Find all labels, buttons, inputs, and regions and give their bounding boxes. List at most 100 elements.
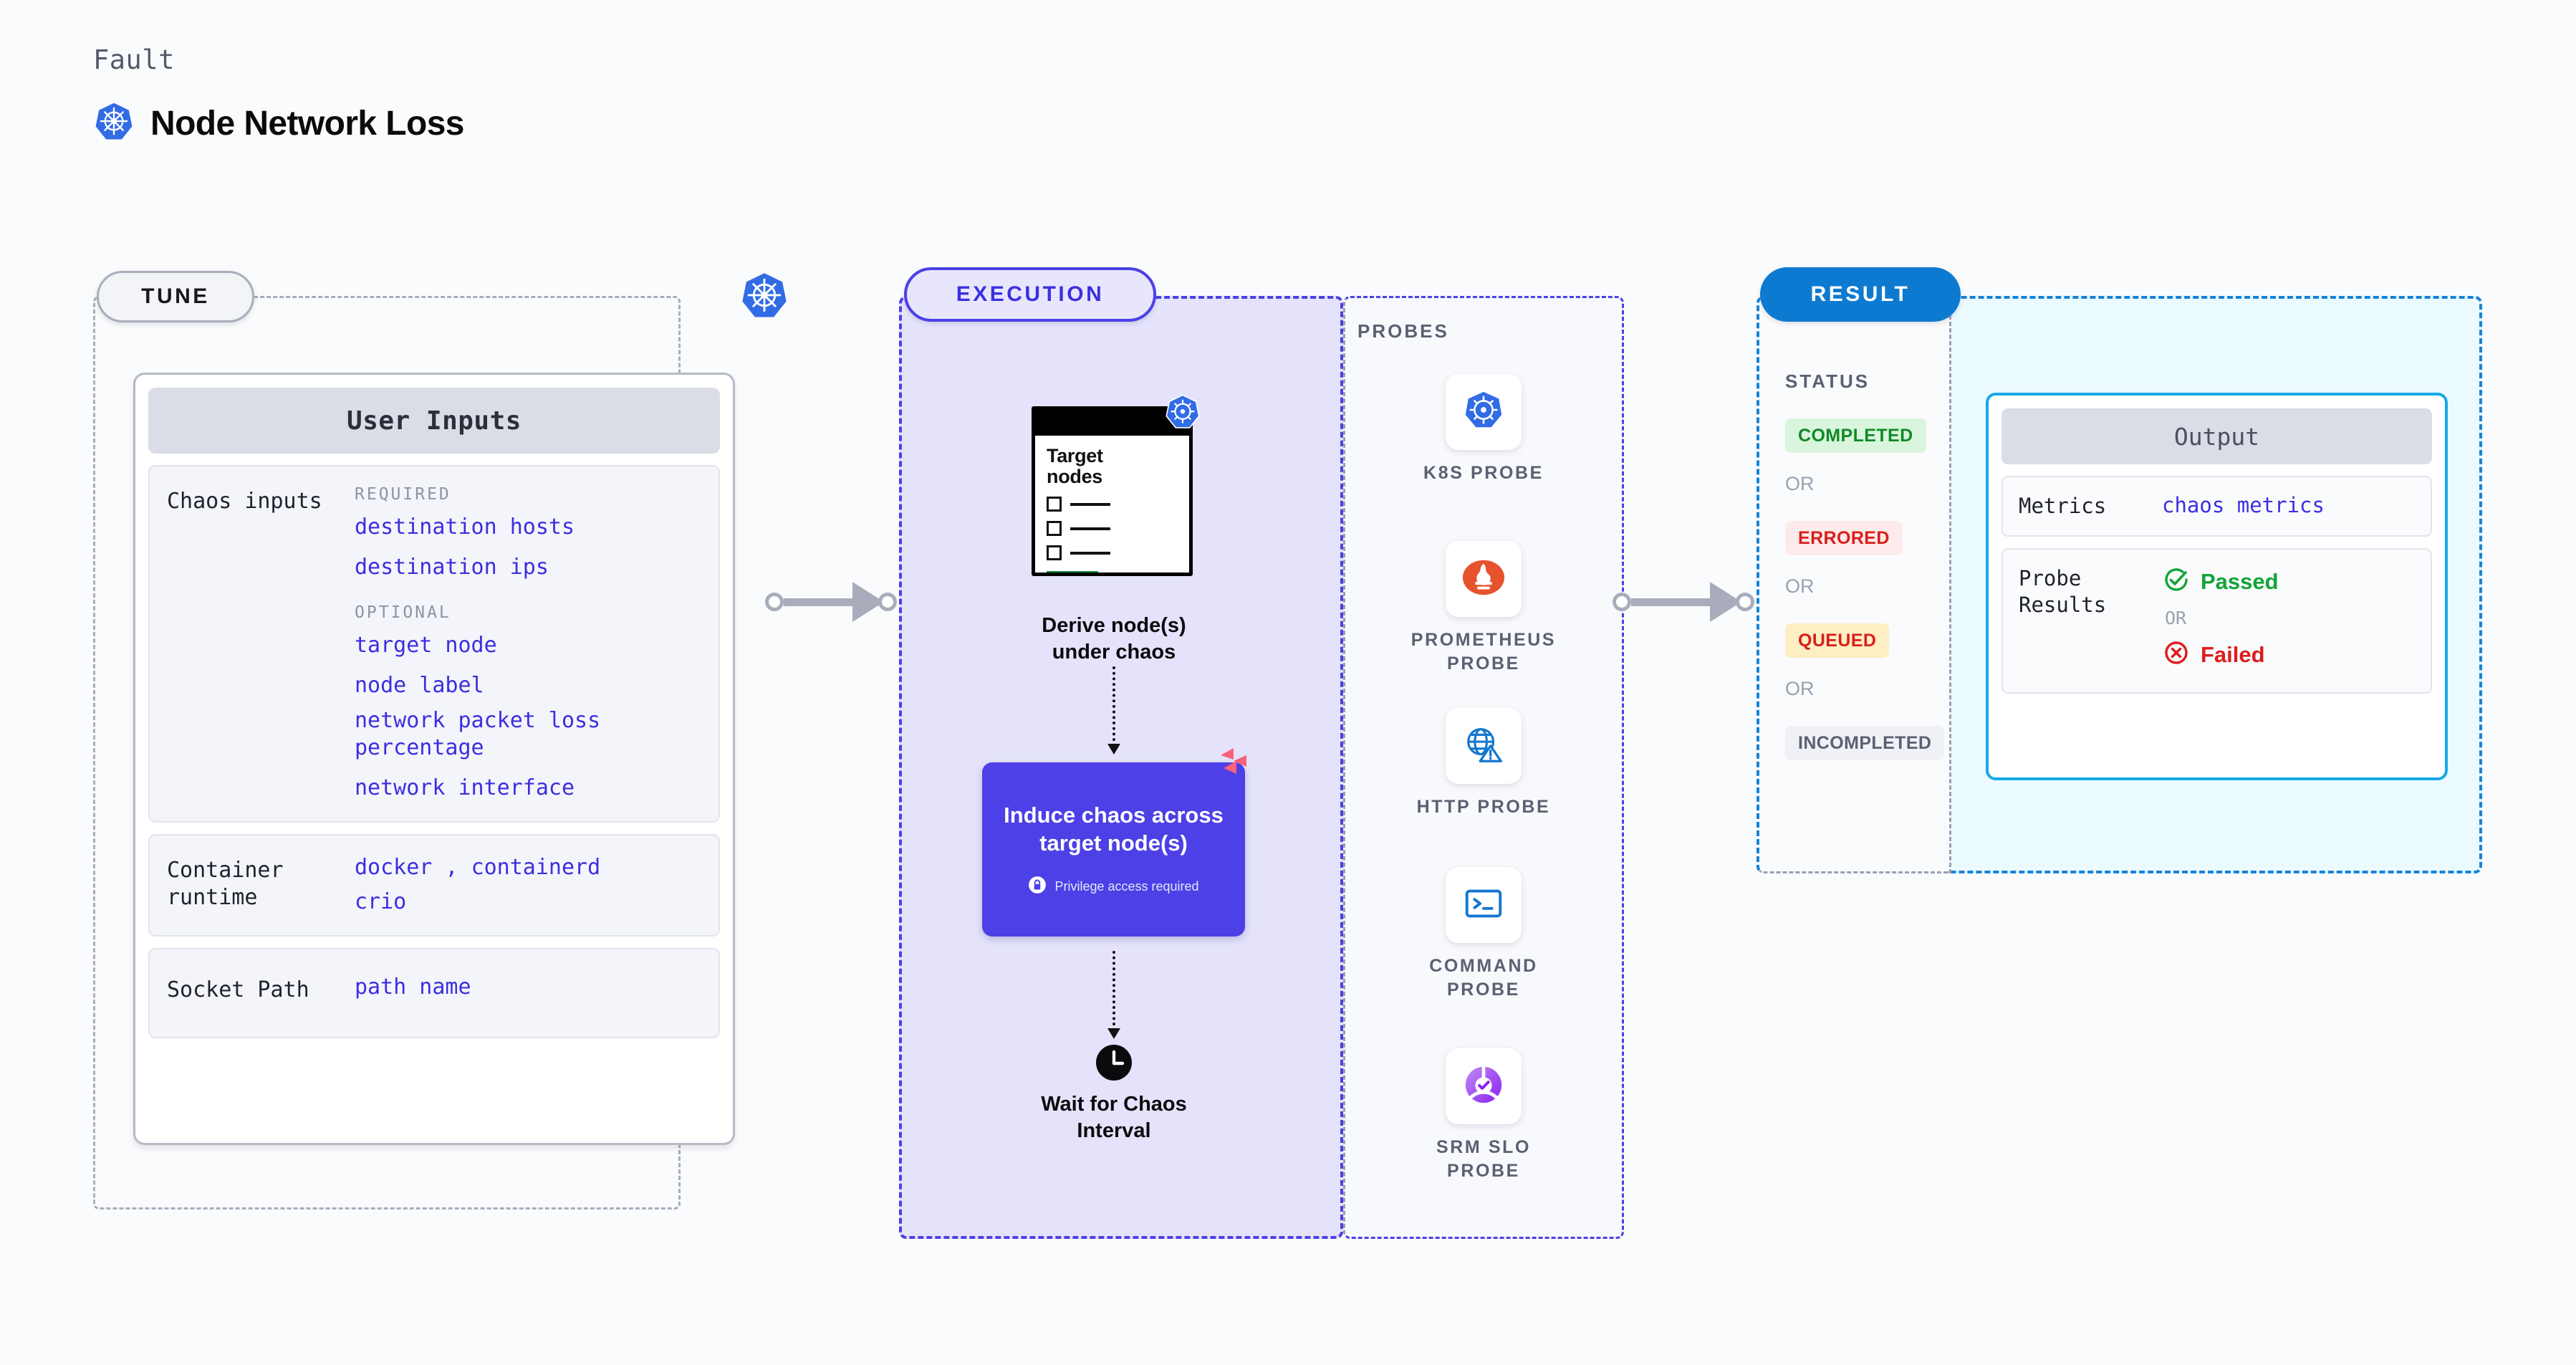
required-heading: REQUIRED: [355, 485, 451, 504]
output-title: Output: [2001, 408, 2432, 464]
user-inputs-title: User Inputs: [148, 388, 720, 454]
probe-tile[interactable]: [1446, 867, 1522, 943]
wait-for-chaos-label: Wait for Chaos Interval: [1041, 1093, 1187, 1143]
flow-arrow-line: [1112, 666, 1115, 747]
probe-tile[interactable]: [1446, 708, 1522, 784]
target-nodes-titlebar: [1035, 410, 1189, 436]
result-pill[interactable]: RESULT: [1760, 267, 1961, 322]
target-node-list-item: [1047, 545, 1178, 561]
container-runtime-values-line1[interactable]: docker , containerd: [355, 854, 701, 881]
runtime-containerd[interactable]: containerd: [471, 854, 601, 880]
chaos-inputs-row: Chaos inputs REQUIRED destination hosts …: [148, 465, 720, 823]
probe-k8s[interactable]: K8S PROBE: [1343, 374, 1624, 485]
kubernetes-icon: [93, 101, 135, 146]
status-badge-completed: COMPLETED: [1785, 418, 1926, 453]
probe-label: COMMAND PROBE: [1429, 956, 1538, 1000]
status-or-3: OR: [1785, 678, 1815, 699]
induce-chaos-text: Induce chaos across target node(s): [1004, 802, 1224, 856]
target-node-list-item: [1047, 497, 1178, 512]
connector-start-dot: [1613, 593, 1631, 611]
status-bar-green: [1047, 571, 1098, 573]
privilege-note-text: Privilege access required: [1054, 879, 1199, 894]
probe-tile[interactable]: [1446, 1048, 1522, 1124]
metrics-value[interactable]: chaos metrics: [2162, 493, 2325, 517]
failed-label: Failed: [2201, 641, 2265, 667]
input-network-packet-loss-percentage[interactable]: network packet loss percentage: [355, 707, 601, 760]
runtime-crio[interactable]: crio: [355, 889, 407, 915]
checkbox-icon: [1047, 521, 1062, 537]
probe-label: K8S PROBE: [1423, 463, 1544, 483]
check-circle-icon: [2162, 565, 2191, 598]
probes-title: PROBES: [1357, 320, 1449, 342]
connector-tune-to-execution: [765, 582, 908, 622]
user-inputs-card: User Inputs Chaos inputs REQUIRED destin…: [133, 373, 735, 1145]
runtime-docker[interactable]: docker: [355, 854, 433, 880]
connector-end-dot: [1736, 593, 1754, 611]
probe-label: HTTP PROBE: [1416, 797, 1551, 817]
connector-line: [784, 598, 854, 606]
status-or-1: OR: [1785, 473, 1815, 494]
list-dash: [1070, 527, 1110, 530]
status-badge-queued: QUEUED: [1785, 623, 1890, 658]
metrics-row: Metrics chaos metrics: [2001, 476, 2432, 537]
input-destination-hosts[interactable]: destination hosts: [355, 514, 575, 540]
list-dash: [1070, 551, 1110, 555]
kubernetes-icon: [739, 271, 789, 321]
globe-warning-icon: [1461, 722, 1506, 770]
eyebrow-label: Fault: [93, 44, 175, 75]
input-target-node[interactable]: target node: [355, 632, 497, 658]
x-circle-icon: [2162, 638, 2191, 671]
connector-execution-to-result: [1613, 582, 1767, 622]
checkbox-icon: [1047, 497, 1062, 512]
privilege-note-row: Privilege access required: [1028, 876, 1199, 898]
srm-slo-icon: [1461, 1063, 1506, 1111]
result-status-column: [1756, 296, 1951, 873]
page-title: Node Network Loss: [150, 105, 464, 143]
socket-path-value[interactable]: path name: [355, 974, 471, 1000]
probe-srm-slo[interactable]: SRM SLO PROBE: [1343, 1048, 1624, 1183]
probe-http[interactable]: HTTP PROBE: [1343, 708, 1624, 819]
passed-label: Passed: [2201, 568, 2279, 594]
runtime-separator: ,: [445, 854, 458, 880]
probe-command[interactable]: COMMAND PROBE: [1343, 867, 1624, 1002]
terminal-icon: [1461, 881, 1506, 929]
status-badge-incompleted: INCOMPLETED: [1785, 726, 1945, 760]
probe-result-failed: Failed: [2162, 638, 2279, 671]
checkbox-icon: [1047, 545, 1062, 561]
clock-icon: [1095, 1044, 1133, 1081]
input-node-label[interactable]: node label: [355, 673, 484, 699]
target-nodes-card: Target nodes: [1032, 406, 1193, 576]
derive-nodes-label: Derive node(s) under chaos: [1042, 614, 1186, 664]
probe-label: SRM SLO PROBE: [1436, 1137, 1532, 1181]
flow-arrow-head: [1107, 744, 1120, 755]
page-header: Fault: [93, 44, 464, 146]
status-or-2: OR: [1785, 575, 1815, 597]
induce-chaos-box: Induce chaos across target node(s) Privi…: [982, 762, 1245, 937]
connector-end-dot: [878, 593, 897, 611]
chaos-inputs-label: Chaos inputs: [167, 489, 322, 514]
connector-start-dot: [765, 593, 784, 611]
metrics-label: Metrics: [2019, 494, 2107, 518]
probe-prometheus[interactable]: PROMETHEUS PROBE: [1343, 541, 1624, 676]
socket-path-label: Socket Path: [167, 977, 309, 1002]
lock-icon: [1028, 876, 1047, 898]
kubernetes-icon: [1164, 393, 1201, 431]
target-node-list-item: [1047, 521, 1178, 537]
probe-tile[interactable]: [1446, 374, 1522, 450]
execution-pill[interactable]: EXECUTION: [904, 267, 1156, 322]
flow-arrow-line-2: [1112, 951, 1115, 1031]
socket-path-row: Socket Path path name: [148, 947, 720, 1038]
input-destination-ips[interactable]: destination ips: [355, 555, 549, 580]
input-network-interface[interactable]: network interface: [355, 775, 575, 801]
container-runtime-label: Container runtime: [167, 857, 284, 911]
probe-tile[interactable]: [1446, 541, 1522, 617]
tune-pill[interactable]: TUNE: [97, 271, 254, 322]
status-title: STATUS: [1785, 370, 1870, 392]
connector-line: [1631, 598, 1711, 606]
probe-results-or: OR: [2165, 608, 2187, 629]
probe-label: PROMETHEUS PROBE: [1410, 630, 1557, 674]
target-nodes-title: Target nodes: [1047, 445, 1103, 488]
